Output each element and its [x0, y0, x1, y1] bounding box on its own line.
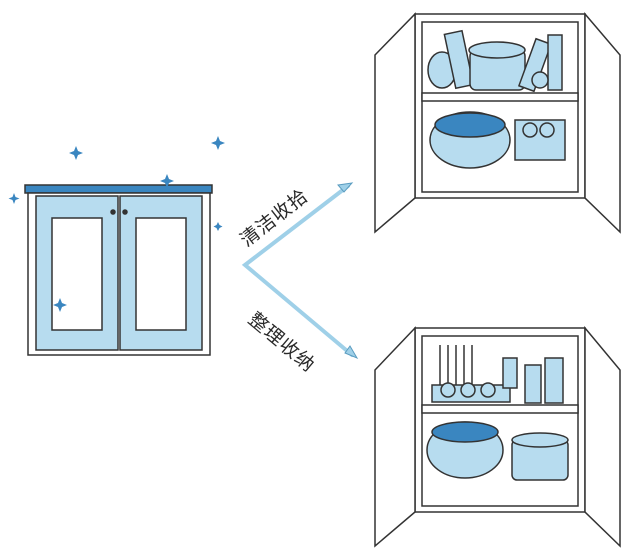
- branch-arrows: [241, 184, 354, 357]
- organized-cabinet: [374, 325, 621, 548]
- arrow-head-down: [344, 345, 359, 360]
- messy-cabinet: [374, 11, 621, 234]
- sparkle-icons: [8, 136, 225, 312]
- arrow-head-up: [337, 182, 354, 193]
- closed-cabinet: [24, 184, 213, 356]
